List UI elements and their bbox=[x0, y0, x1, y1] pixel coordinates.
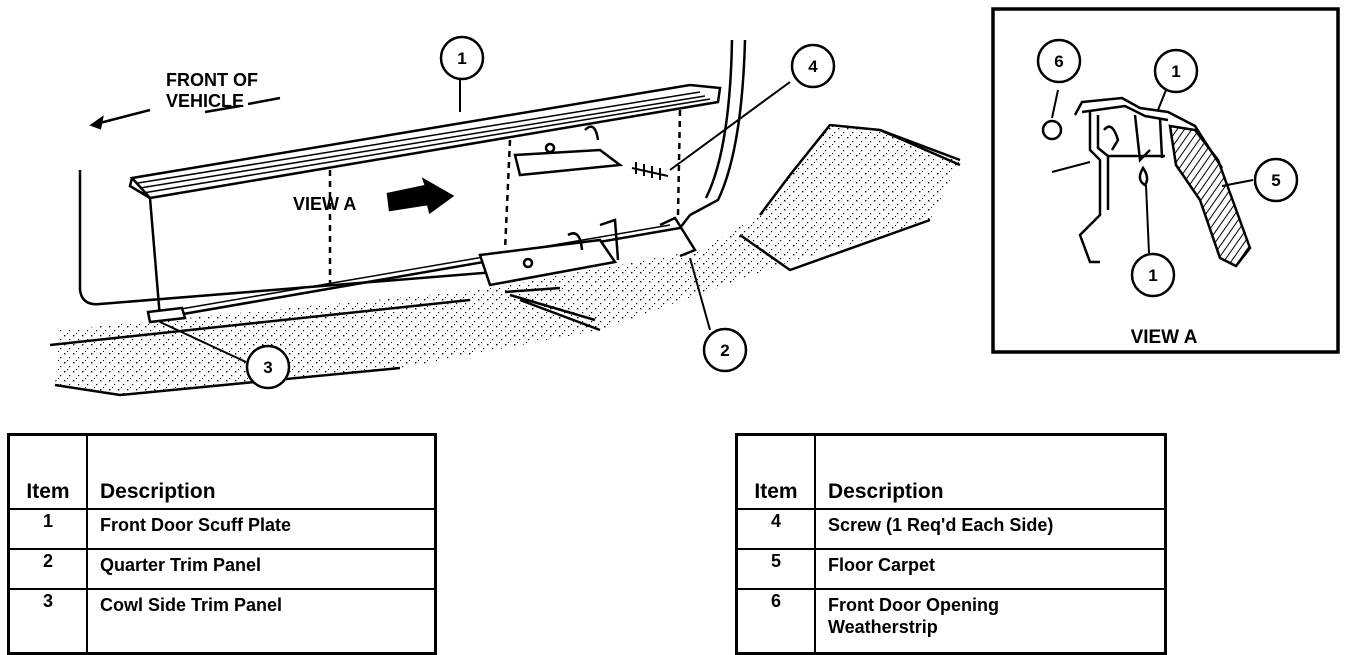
parts-table-right: Item Description 4 Screw (1 Req'd Each S… bbox=[735, 433, 1167, 655]
svg-text:1: 1 bbox=[457, 49, 466, 68]
table-row: 1 Front Door Scuff Plate bbox=[7, 508, 437, 550]
table-row: 4 Screw (1 Req'd Each Side) bbox=[735, 508, 1167, 550]
inset-callout-6: 6 bbox=[1036, 38, 1082, 84]
item-description: Cowl Side Trim Panel bbox=[86, 588, 437, 655]
description-column-header: Description bbox=[814, 433, 1167, 510]
item-number: 1 bbox=[7, 508, 88, 550]
door-outline bbox=[78, 170, 521, 306]
floor-stipple bbox=[55, 125, 960, 395]
svg-text:3: 3 bbox=[263, 358, 272, 377]
svg-text:5: 5 bbox=[1271, 171, 1280, 190]
front-of-vehicle-label-line1: FRONT OF bbox=[166, 70, 258, 90]
main-view bbox=[49, 39, 961, 397]
parts-table-left: Item Description 1 Front Door Scuff Plat… bbox=[7, 433, 437, 655]
item-number: 3 bbox=[7, 588, 88, 655]
item-description: Quarter Trim Panel bbox=[86, 548, 437, 590]
item-number: 2 bbox=[7, 548, 88, 590]
inset-callout-5: 5 bbox=[1253, 157, 1299, 203]
view-a-arrow bbox=[386, 177, 455, 215]
description-column-header: Description bbox=[86, 433, 437, 510]
carpet-section bbox=[1168, 124, 1252, 268]
table-header-row: Item Description bbox=[7, 433, 437, 510]
inset-title: VIEW A bbox=[1131, 327, 1198, 348]
view-a-label: VIEW A bbox=[293, 194, 356, 214]
scuff-plate-diagram: FRONT OF VEHICLE VIEW A 1 4 3 2 bbox=[49, 7, 1340, 397]
svg-text:6: 6 bbox=[1054, 52, 1063, 71]
item-description: Floor Carpet bbox=[814, 548, 1167, 590]
item-number: 5 bbox=[735, 548, 816, 590]
item-description: Screw (1 Req'd Each Side) bbox=[814, 508, 1167, 550]
inset-callout-1-top: 1 bbox=[1153, 48, 1199, 94]
table-row: 6 Front Door Opening Weatherstrip bbox=[735, 588, 1167, 655]
callout-3: 3 bbox=[245, 344, 291, 390]
item-number: 4 bbox=[735, 508, 816, 550]
svg-text:1: 1 bbox=[1171, 62, 1180, 81]
table-header-row: Item Description bbox=[735, 433, 1167, 510]
svg-text:4: 4 bbox=[808, 57, 818, 76]
table-row: 3 Cowl Side Trim Panel bbox=[7, 588, 437, 655]
svg-text:2: 2 bbox=[720, 341, 729, 360]
svg-text:1: 1 bbox=[1148, 266, 1157, 285]
item-column-header: Item bbox=[735, 433, 816, 510]
callout-4: 4 bbox=[790, 43, 836, 89]
item-column-header: Item bbox=[7, 433, 88, 510]
callout-1: 1 bbox=[439, 35, 485, 81]
table-row: 2 Quarter Trim Panel bbox=[7, 548, 437, 590]
table-row: 5 Floor Carpet bbox=[735, 548, 1167, 590]
front-of-vehicle-label-line2: VEHICLE bbox=[166, 91, 244, 111]
item-number: 6 bbox=[735, 588, 816, 655]
item-description: Front Door Opening Weatherstrip bbox=[814, 588, 1167, 655]
item-description: Front Door Scuff Plate bbox=[86, 508, 437, 550]
callout-2: 2 bbox=[702, 327, 748, 373]
inset-callout-1-bottom: 1 bbox=[1130, 252, 1176, 298]
